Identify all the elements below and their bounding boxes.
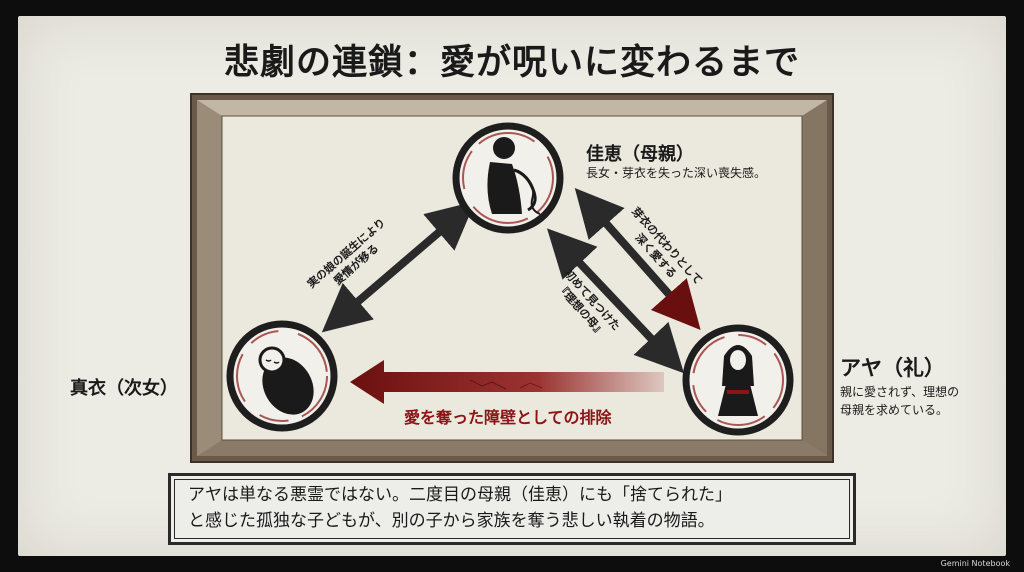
node-kae-desc: 長女・芽衣を失った深い喪失感。 bbox=[586, 166, 767, 180]
mother-silhouette-icon bbox=[487, 137, 541, 215]
edge-kae-mai-arrow bbox=[321, 201, 476, 333]
node-aya-desc-line1: 親に愛されず、理想の bbox=[840, 385, 960, 399]
summary-line1: アヤは単なる悪霊ではない。二度目の母親（佳恵）にも「捨てられた」 bbox=[188, 485, 732, 505]
edge-aya-to-mai-arrow bbox=[350, 360, 664, 404]
node-aya bbox=[682, 324, 794, 436]
node-aya-desc-line2: 母親を求めている。 bbox=[840, 403, 949, 417]
edge-aya-to-kae-arrow bbox=[547, 228, 684, 374]
watermark: Gemini Notebook bbox=[940, 559, 1010, 568]
summary-box bbox=[168, 473, 856, 545]
kimono-girl-icon bbox=[718, 345, 758, 416]
summary-text: アヤは単なる悪霊ではない。二度目の母親（佳恵）にも「捨てられた」 と感じた孤独な… bbox=[188, 482, 732, 534]
node-mai bbox=[226, 320, 338, 432]
node-kae-name: 佳恵（母親） bbox=[586, 144, 694, 165]
edge-aya-to-mai-label: 愛を奪った障壁としての排除 bbox=[404, 408, 612, 427]
node-mai-name: 真衣（次女） bbox=[70, 378, 178, 399]
swaddled-baby-icon bbox=[258, 346, 314, 415]
node-kae bbox=[452, 122, 564, 234]
summary-line2: と感じた孤独な子どもが、別の子から家族を奪う悲しい執着の物語。 bbox=[188, 511, 715, 531]
node-aya-name: アヤ（礼） bbox=[840, 356, 945, 380]
page-title: 悲劇の連鎖：愛が呪いに変わるまで bbox=[223, 43, 800, 83]
